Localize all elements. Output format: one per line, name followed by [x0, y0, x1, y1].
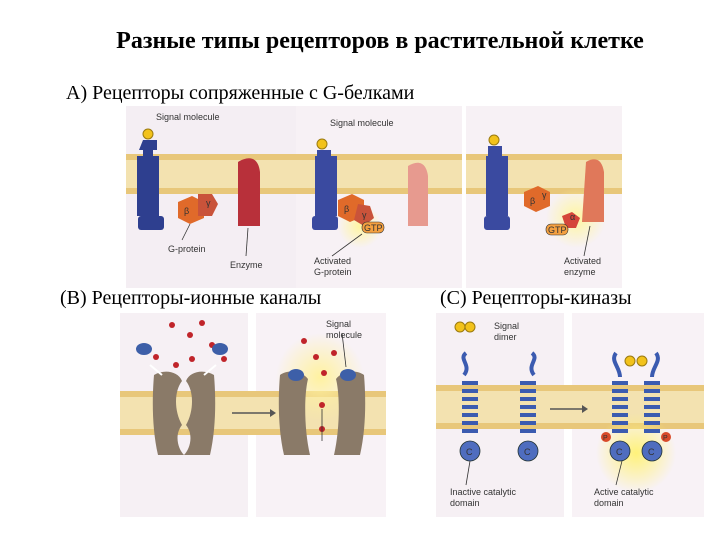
- inactive-kinase-2: [520, 351, 537, 433]
- phosphate-2: [661, 432, 671, 442]
- gtp-label-1: GTP: [364, 223, 383, 233]
- inactive-kinase-1: [461, 351, 478, 433]
- receptor-3: [484, 146, 510, 230]
- ligand-2b: [340, 369, 356, 381]
- gtp-label-2: GTP: [548, 225, 567, 235]
- svg-text:β: β: [344, 204, 349, 214]
- signal-molecule-shape-2: [316, 138, 328, 150]
- catalytic-domain-3: [609, 440, 631, 462]
- svg-text:C: C: [616, 447, 623, 457]
- open-ion-channel: [278, 371, 366, 455]
- activated-g-protein-label-line1: Activated: [314, 256, 351, 266]
- catalytic-domain-4: [641, 440, 663, 462]
- signal-dimer-label-line2: dimer: [494, 332, 517, 342]
- gpcr-diagram: Signal molecule β γ G-protein Enzyme Sig…: [126, 106, 462, 288]
- ligand-1a: [136, 343, 152, 355]
- phosphate-1: [601, 432, 611, 442]
- svg-text:C: C: [466, 447, 473, 457]
- ions-1: [153, 320, 227, 368]
- svg-text:γ: γ: [206, 198, 211, 208]
- activated-enzyme-label-line2: enzyme: [564, 267, 596, 277]
- g-protein-3: β γ: [524, 186, 550, 212]
- svg-text:γ: γ: [542, 190, 547, 200]
- svg-text:β: β: [184, 206, 189, 216]
- enzyme-1: [238, 158, 260, 226]
- ligand-2a: [288, 369, 304, 381]
- signal-molecule-label-2: Signal molecule: [330, 118, 394, 128]
- activated-enzyme: α GTP: [545, 159, 604, 236]
- section-b-heading: (B) Рецепторы-ионные каналы: [60, 287, 322, 309]
- active-kinase-1: [612, 351, 628, 433]
- ligand-1b: [212, 343, 228, 355]
- signal-dimer-a: [454, 321, 466, 333]
- ion-signal-label-line1: Signal: [326, 319, 351, 329]
- enzyme-label: Enzyme: [230, 260, 263, 270]
- g-protein-1: β γ: [178, 194, 218, 224]
- svg-text:C: C: [648, 447, 655, 457]
- svg-text:α: α: [570, 212, 575, 222]
- kinase-active-glow: [596, 413, 676, 493]
- signal-molecule-label-1: Signal molecule: [156, 112, 220, 122]
- closed-ion-channel: [152, 371, 216, 455]
- signal-molecule-shape-3: [488, 134, 500, 146]
- bound-dimer-a: [624, 355, 636, 367]
- svg-text:C: C: [524, 447, 531, 457]
- signal-molecule-shape-1: [142, 128, 154, 140]
- inactive-domain-label-line2: domain: [450, 498, 480, 508]
- gpcr-diagram-3: β γ α GTP Activated enzyme: [466, 106, 622, 288]
- receptor-1: [137, 140, 164, 230]
- enzyme-2: [408, 162, 428, 226]
- gpcr-membrane: [126, 154, 462, 194]
- kinase-diagram: Signal dimer C C Inactive catalytic doma…: [436, 313, 704, 517]
- signal-dimer-label-line1: Signal: [494, 321, 519, 331]
- section-a-heading: А) Рецепторы сопряженные с G-белками: [66, 82, 415, 104]
- g-protein-2: β γ GTP: [338, 194, 385, 234]
- active-domain-label-line2: domain: [594, 498, 624, 508]
- activated-g-protein-label-line2: G-protein: [314, 267, 352, 277]
- ions-2: [301, 338, 337, 432]
- ion-signal-label-line2: molecule: [326, 330, 362, 340]
- signal-dimer-b: [464, 321, 476, 333]
- activated-enzyme-label-line1: Activated: [564, 256, 601, 266]
- g-protein-label: G-protein: [168, 244, 206, 254]
- bound-dimer-b: [636, 355, 648, 367]
- inactive-domain-label-line1: Inactive catalytic: [450, 487, 517, 497]
- svg-text:P: P: [603, 435, 608, 442]
- svg-text:P: P: [663, 435, 668, 442]
- section-c-heading: (C) Рецепторы-киназы: [440, 287, 632, 309]
- active-domain-label-line1: Active catalytic: [594, 487, 654, 497]
- slide-title: Разные типы рецепторов в растительной кл…: [116, 28, 644, 54]
- active-kinase-2: [644, 351, 660, 433]
- catalytic-domain-2: [517, 440, 539, 462]
- receptor-2: [312, 150, 338, 230]
- ion-channel-diagram: Signal molecule: [120, 313, 386, 517]
- svg-text:β: β: [530, 196, 535, 206]
- svg-text:γ: γ: [362, 210, 367, 220]
